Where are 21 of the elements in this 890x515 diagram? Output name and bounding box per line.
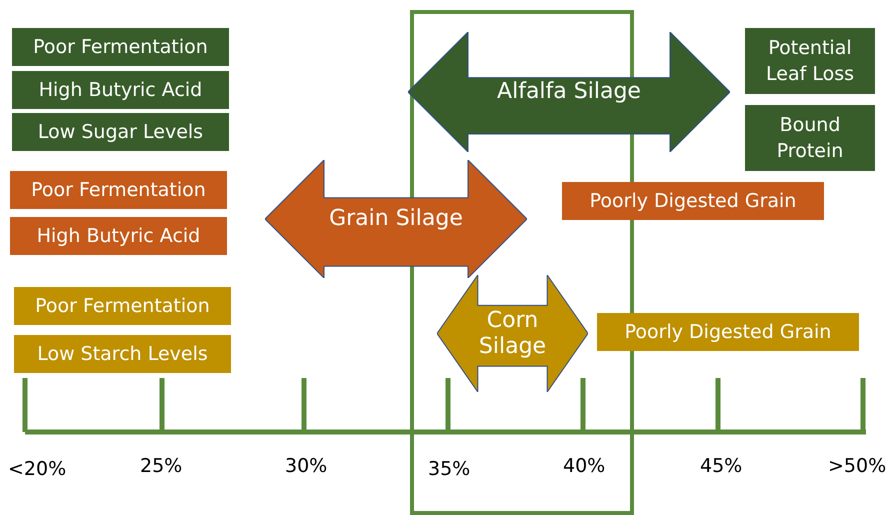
tick-label: 35%: [428, 458, 470, 480]
tick-label: >50%: [828, 455, 886, 477]
label-box: Poor Fermentation: [12, 28, 229, 66]
label-box: High Butyric Acid: [12, 71, 229, 109]
tick-label: <20%: [8, 458, 66, 480]
label-box: Low Sugar Levels: [12, 113, 229, 151]
label-box: Low Starch Levels: [14, 335, 231, 373]
range-label: Grain Silage: [329, 206, 463, 232]
label-box: Potential Leaf Loss: [745, 28, 875, 94]
label-box: Poorly Digested Grain: [597, 313, 859, 351]
label-box: Poor Fermentation: [14, 287, 231, 325]
tick-label: 30%: [285, 455, 328, 477]
label-box: Poorly Digested Grain: [562, 182, 824, 220]
label-box: High Butyric Acid: [10, 217, 227, 255]
range-label: Corn Silage: [478, 308, 548, 360]
range-label: Alfalfa Silage: [497, 79, 641, 105]
label-box: Poor Fermentation: [10, 171, 227, 209]
tick-label: 25%: [140, 455, 182, 477]
label-box: Bound Protein: [745, 105, 875, 171]
tick-label: 45%: [700, 455, 742, 477]
tick-label: 40%: [563, 455, 606, 477]
